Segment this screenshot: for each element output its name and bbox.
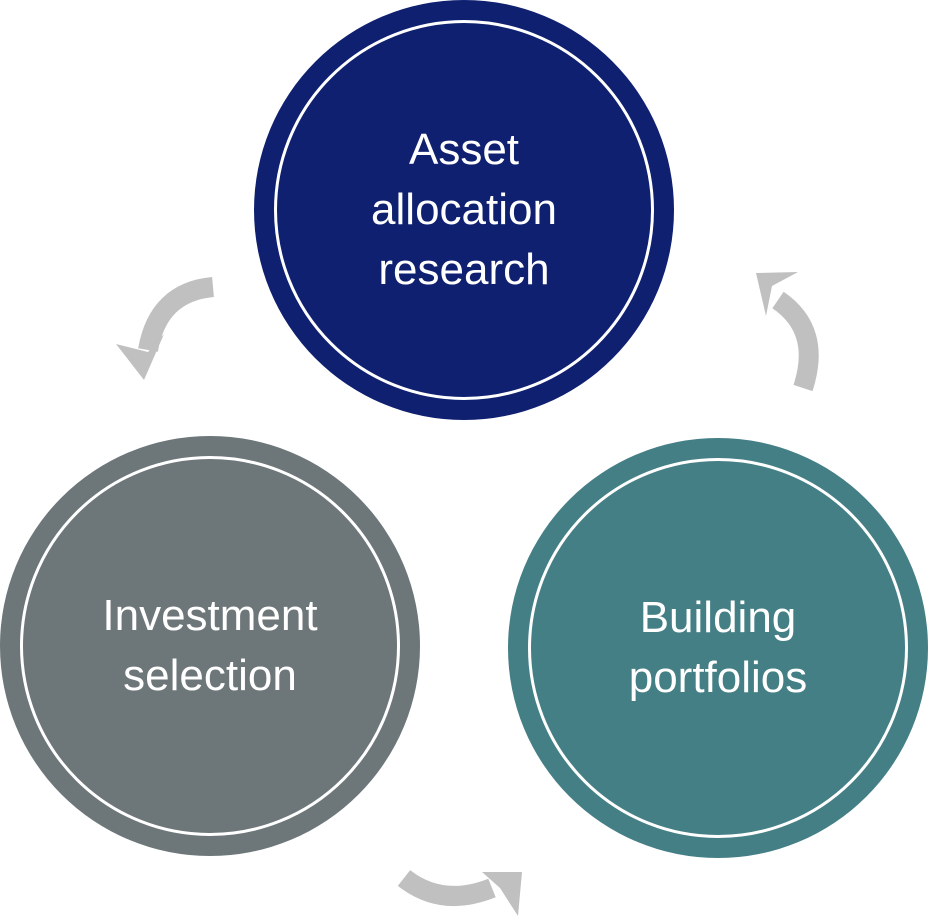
node-asset-allocation-research: Asset allocation research (254, 0, 674, 420)
node-label: Building portfolios (628, 593, 808, 702)
arrow-research-to-selection (116, 277, 215, 380)
node-building-portfolios: Building portfolios (508, 438, 928, 858)
arrow-portfolios-to-research (756, 272, 819, 392)
inner-ring (20, 456, 400, 836)
node-label: Investment selection (102, 591, 318, 700)
inner-ring (528, 458, 908, 838)
inner-ring (274, 20, 654, 400)
node-investment-selection: Investment selection (0, 436, 420, 856)
node-label: Asset allocation research (371, 125, 557, 294)
arrow-selection-to-portfolios (397, 869, 522, 916)
